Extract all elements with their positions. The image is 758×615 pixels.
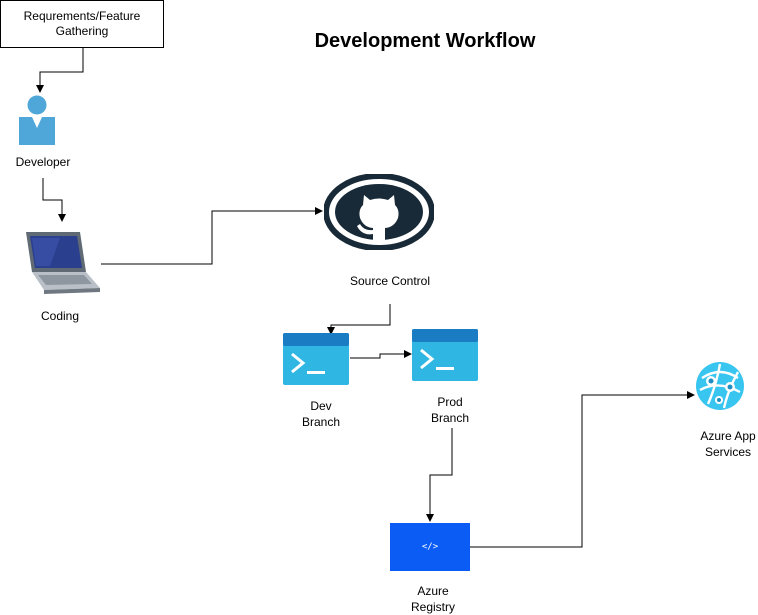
edge-coding-source-control	[101, 207, 323, 265]
terminal-icon	[283, 333, 349, 385]
azure-registry-node[interactable]: </>	[390, 523, 470, 571]
terminal-icon	[412, 329, 478, 381]
diagram-title: Development Workflow	[314, 30, 536, 52]
developer-label: Developer	[15, 155, 71, 169]
code-registry-icon: </>	[421, 542, 439, 552]
laptop-icon	[26, 232, 100, 294]
azure-app-services-label: Azure App Services	[700, 429, 756, 459]
azure-app-services-node[interactable]	[694, 360, 746, 412]
prod-branch-label: Prod Branch	[430, 395, 470, 425]
azure-app-services-icon	[696, 362, 744, 410]
coding-node[interactable]	[20, 230, 102, 296]
edge-dev-branch-prod-branch	[350, 350, 412, 359]
dev-branch-label: Dev Branch	[301, 399, 341, 429]
edge-requirements-developer	[36, 48, 84, 93]
coding-label: Coding	[40, 309, 80, 323]
prod-branch-node[interactable]	[412, 329, 478, 381]
edge-source-control-dev-branch	[327, 304, 391, 335]
source-control-node[interactable]	[323, 173, 435, 251]
developer-node[interactable]	[18, 95, 58, 147]
edge-developer-coding	[42, 178, 66, 222]
edge-azure-registry-app-services	[470, 391, 695, 548]
developer-person-icon	[19, 95, 55, 145]
azure-registry-label: Azure Registry	[410, 584, 455, 614]
dev-branch-node[interactable]	[283, 333, 349, 385]
requirements-node[interactable]: Requrements/Feature Gathering	[0, 0, 164, 48]
source-control-label: Source Control	[349, 274, 431, 288]
edge-prod-branch-azure-registry	[426, 428, 453, 522]
github-icon	[323, 173, 435, 251]
